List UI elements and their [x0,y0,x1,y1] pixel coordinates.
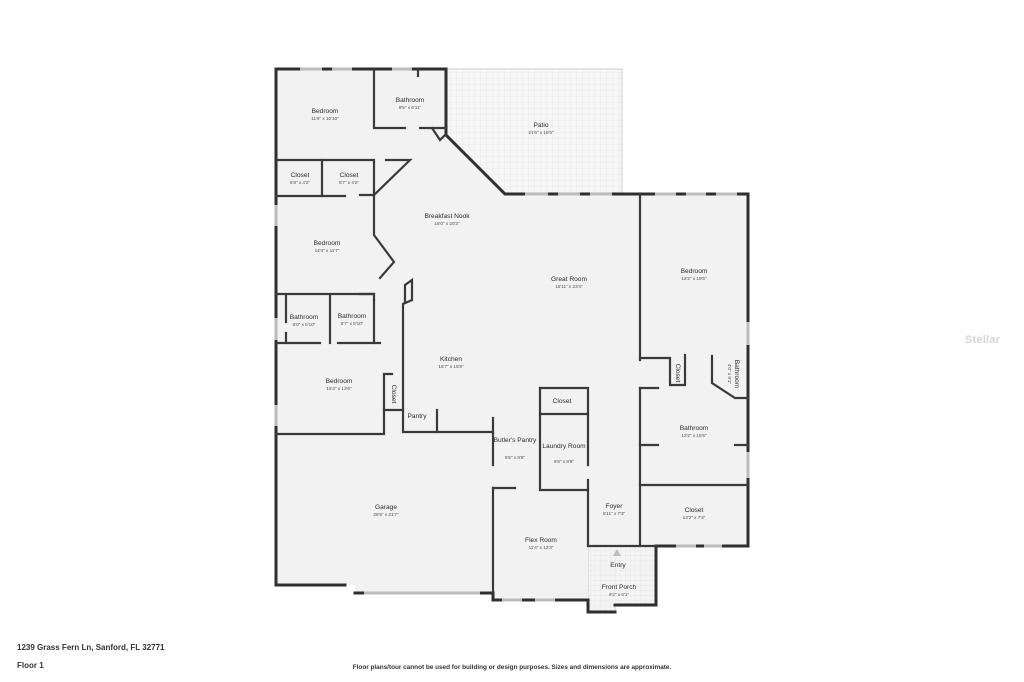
room-name: Bathroom [396,97,425,104]
room-name: Bathroom [680,425,709,432]
room-dim: 8'2" x 6'1" [609,592,629,597]
room-labels: Bedroom 11'9" x 10'10" Bathroom 8'5" x 6… [290,97,740,597]
room-name: Bathroom [338,313,367,320]
room-dim: 5'5" x 8'8" [505,455,525,460]
windows [274,67,750,602]
room-dim: 13'2" x 15'5" [681,433,707,438]
room-name: Closet [553,398,572,405]
room-name: Laundry Room [542,443,586,450]
floor-label: Floor 1 [17,661,44,670]
room-dim: 5'11" x 7'3" [603,511,626,516]
room-name: Bedroom [312,108,339,115]
room-name: Bathroom [290,314,319,321]
room-name: Bedroom [681,268,708,275]
room-dim: 16'0" x 20'3" [434,221,460,226]
room-name: Foyer [606,503,624,510]
room-name: Garage [375,504,397,511]
watermark-logo: Stellar [965,334,1001,346]
porch-wall [613,544,658,607]
room-dim: 16'7" x 15'8" [438,364,464,369]
room-name: Kitchen [440,356,462,363]
room-dim: 15'11" x 23'4" [555,284,583,289]
room-dim: 13'2" x 7'3" [683,515,706,520]
room-name: Closet [685,507,704,514]
room-name: Front Porch [602,584,637,591]
room-name: Closet [674,364,681,383]
front-porch-area [587,545,657,613]
room-name: Butler's Pantry [494,437,537,444]
room-name: Bedroom [326,378,353,385]
room-name: Entry [610,562,626,569]
room-dim: 11'9" x 10'10" [311,116,339,121]
room-name: Great Room [551,276,587,283]
room-name: Closet [340,172,359,179]
room-name: Bedroom [314,240,341,247]
room-name: Closet [390,385,397,404]
room-dim: 26'5" x 21'7" [373,512,399,517]
room-name: Closet [291,172,310,179]
room-dim: 5'6" x 8'8" [554,459,574,464]
room-dim: 5'7" x 5'10" [341,321,364,326]
room-dim: 6'0" x 5'10" [293,322,316,327]
room-dim: 21'6" x 15'5" [528,130,554,135]
room-name: Bathroom [733,360,740,389]
room-name: Breakfast Nook [424,213,470,220]
room-name: Patio [533,122,548,129]
room-dim: 8'5" x 6'11" [399,105,422,110]
disclaimer: Floor plans/tour cannot be used for buil… [352,664,672,671]
room-dim: 11'4" x 13'3" [529,545,554,550]
floor-plan: Bedroom 11'9" x 10'10" Bathroom 8'5" x 6… [274,67,750,614]
room-name: Pantry [407,413,427,420]
room-dim: 4'0" x 9'1" [727,364,732,384]
property-address: 1239 Grass Fern Ln, Sanford, FL 32771 [17,643,165,652]
room-dim: 15'4" x 13'6" [326,386,352,391]
room-dim: 5'9" x 4'2" [290,180,310,185]
interior-walls [274,67,750,595]
room-name: Flex Room [525,537,557,544]
house-footprint [276,69,748,600]
room-dim: 5'7" x 4'2" [339,180,359,185]
room-dim: 13'2" x 19'5" [681,276,707,281]
room-dim: 14'4" x 11'7" [315,248,340,253]
